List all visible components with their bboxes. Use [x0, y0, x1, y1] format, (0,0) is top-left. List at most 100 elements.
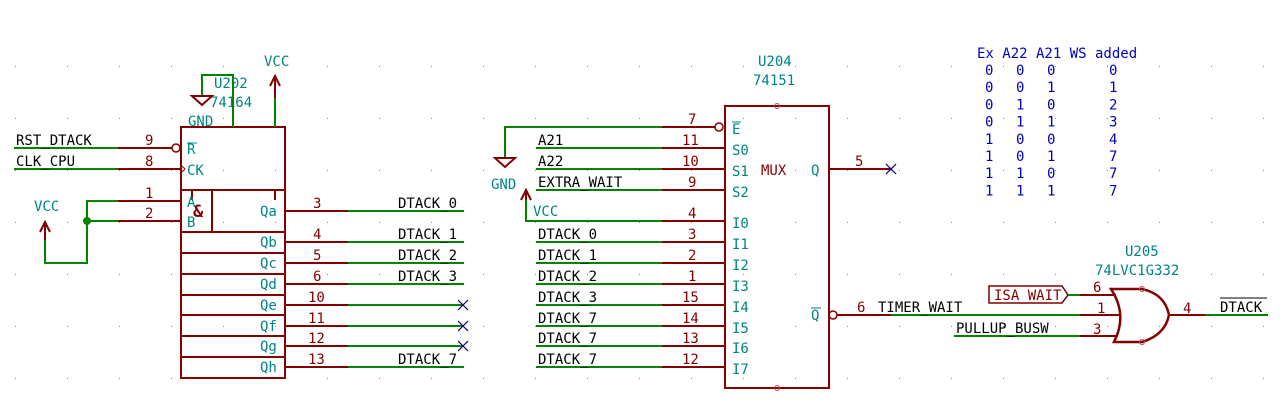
- pin-number: 4: [313, 227, 321, 243]
- gnd-icon: [492, 157, 518, 169]
- pin-name: R: [187, 142, 196, 158]
- u202-output-pin[interactable]: Qe 10: [260, 290, 469, 314]
- pin-number: 1: [688, 269, 696, 285]
- truth-table-cell: 0: [1016, 132, 1024, 148]
- pin-number: 1: [1097, 301, 1105, 317]
- truth-table-cell: 0: [985, 80, 993, 96]
- pin-number: 11: [308, 311, 325, 327]
- u202-input-pin[interactable]: 1A: [118, 186, 196, 211]
- u202-output-pin[interactable]: Qh 13 DTACK_7: [260, 352, 464, 376]
- gnd-icon: [189, 95, 215, 107]
- pin-number: 5: [855, 154, 863, 170]
- pin-number: 3: [313, 196, 321, 212]
- truth-table-cell: 7: [1109, 183, 1117, 199]
- truth-table-cell: 0: [1047, 132, 1055, 148]
- isa-wait-label: ISA_WAIT: [994, 288, 1062, 304]
- u205-or-gate[interactable]: U205 74LVC1G332 6 1 3 4 DTACK: [1080, 244, 1268, 345]
- no-connect-icon: [457, 299, 469, 311]
- net-label: DTACK_0: [538, 227, 597, 243]
- hier-label-isa-wait[interactable]: ISA_WAIT: [988, 285, 1080, 304]
- u204-ref: U204: [758, 54, 792, 70]
- net-label: DTACK_7: [538, 331, 597, 347]
- truth-table-cell: 7: [1109, 149, 1117, 165]
- net-label: DTACK_3: [538, 290, 597, 306]
- truth-table-cell: 0: [1016, 63, 1024, 79]
- net-label: DTACK_3: [398, 269, 457, 285]
- and-symbol: &: [193, 202, 204, 222]
- u202-shift-register[interactable]: U202 74164 GND &: [180, 76, 286, 379]
- u204-input-pin[interactable]: 7E: [662, 112, 741, 138]
- clock-marker: [180, 164, 186, 174]
- or-gate-shape: [1108, 287, 1171, 344]
- truth-table-cell: 1: [1109, 80, 1117, 96]
- pin-number: 10: [308, 290, 325, 306]
- mux-label: MUX: [761, 163, 787, 179]
- net-label: DTACK_7: [398, 352, 457, 368]
- net-label-dtack[interactable]: DTACK: [1220, 300, 1263, 316]
- pin-number: 12: [308, 331, 325, 347]
- net-label-timer-wait[interactable]: TIMER_WAIT: [878, 300, 963, 316]
- pin-name: Qe: [260, 298, 277, 314]
- pin-name: I0: [732, 216, 749, 232]
- pin-name: S2: [732, 185, 749, 201]
- u205-value: 74LVC1G332: [1095, 263, 1179, 279]
- u204-output-q[interactable]: Q5: [811, 154, 897, 179]
- u204-input-pin[interactable]: 4I0: [662, 206, 749, 232]
- pin-number: 8: [145, 154, 153, 170]
- pin-number: 6: [1093, 280, 1101, 296]
- truth-table-cell: 7: [1109, 166, 1117, 182]
- truth-table-cell: 3: [1109, 115, 1117, 131]
- truth-table-cell: 0: [1109, 63, 1117, 79]
- net-label: A22: [538, 154, 563, 170]
- pin-number: 9: [688, 175, 696, 191]
- truth-table-cell: 0: [1047, 63, 1055, 79]
- no-connect-icon: [885, 163, 897, 175]
- net-label: DTACK_1: [538, 248, 597, 264]
- vcc-label: VCC: [264, 54, 289, 70]
- truth-table-cell: 1: [985, 149, 993, 165]
- gnd-label: GND: [491, 177, 516, 193]
- pin-number: 13: [308, 352, 325, 368]
- truth-table-cell: 1: [1047, 80, 1055, 96]
- truth-table-cell: 0: [1047, 166, 1055, 182]
- pin-name: Qh: [260, 360, 277, 376]
- pin-number: 2: [145, 206, 153, 222]
- pin-number: 9: [145, 133, 153, 149]
- u204-mux[interactable]: U204 74151 MUX: [724, 54, 830, 391]
- truth-table-cell: 1: [1047, 115, 1055, 131]
- u204-input-pin[interactable]: 9S2 EXTRA_WAIT: [536, 175, 749, 201]
- inversion-bubble: [828, 310, 838, 320]
- pin-number: 7: [688, 112, 696, 128]
- net-label: DTACK_2: [538, 269, 597, 285]
- truth-table-cell: 0: [1016, 80, 1024, 96]
- gnd-symbol-u202: [189, 74, 234, 127]
- truth-table-cell: 4: [1109, 132, 1117, 148]
- truth-table-cell: 1: [985, 132, 993, 148]
- grid-dots: [15, 66, 1264, 379]
- u202-input-pin[interactable]: 2B: [118, 206, 195, 231]
- net-label-pullup-busw[interactable]: PULLUP_BUSW: [956, 321, 1049, 337]
- net-label: EXTRA_WAIT: [538, 175, 623, 191]
